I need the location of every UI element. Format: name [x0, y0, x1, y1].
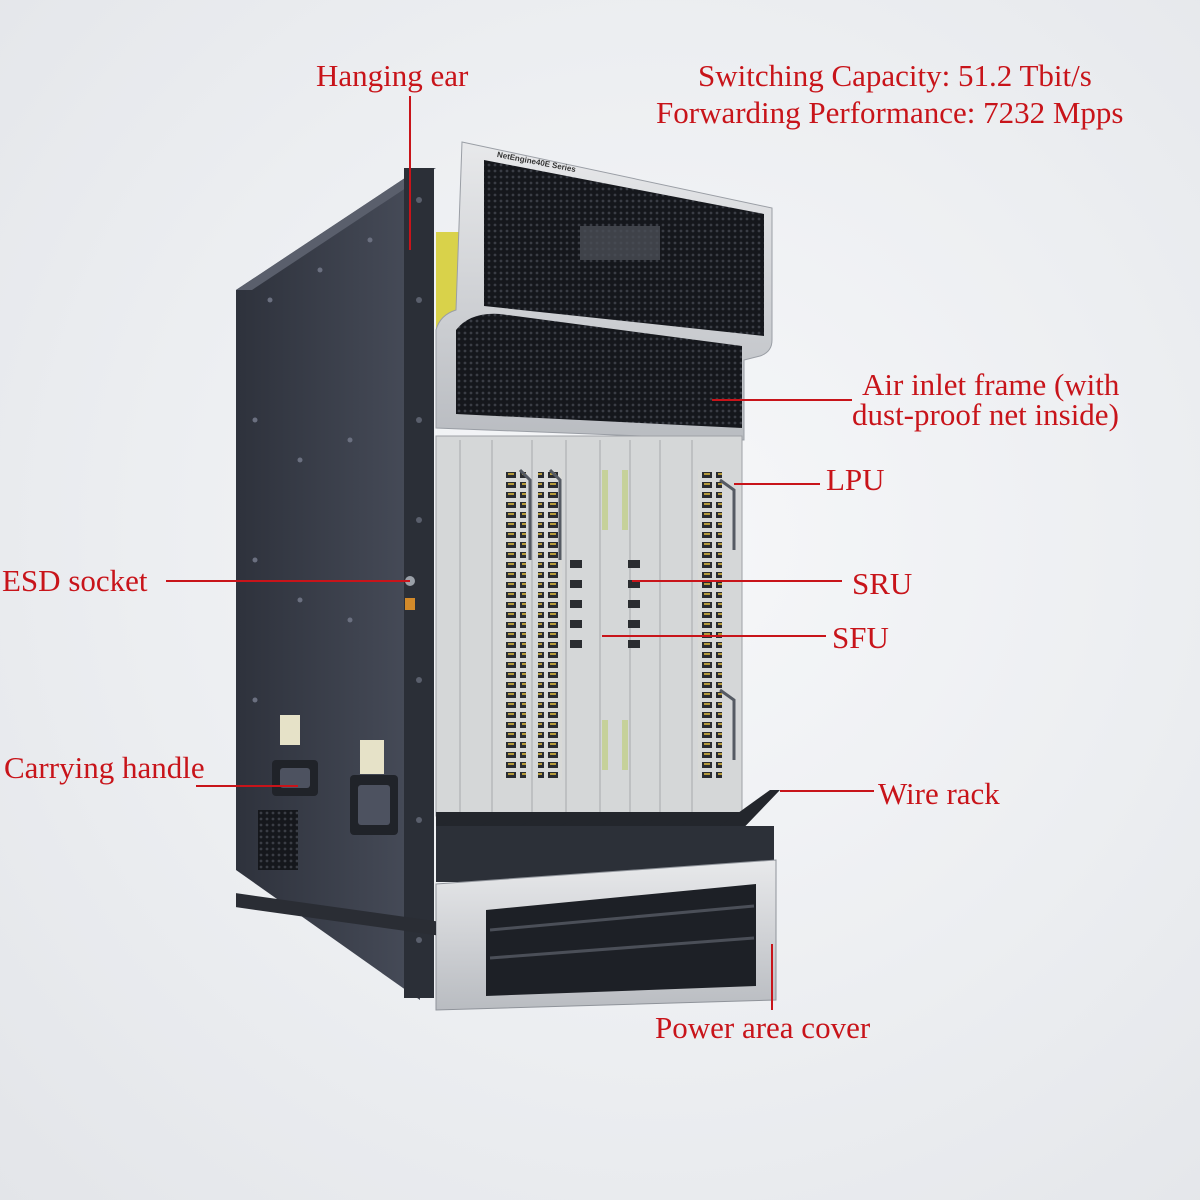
- warning-sticker-2: [360, 740, 384, 774]
- switching-capacity: Switching Capacity: 51.2 Tbit/s: [698, 58, 1092, 93]
- lpu-ports-3: [698, 470, 722, 780]
- forwarding-performance: Forwarding Performance: 7232 Mpps: [656, 95, 1124, 130]
- esd-warning-tag: [405, 598, 415, 610]
- display-window: [580, 226, 660, 260]
- warning-sticker-1: [280, 715, 300, 745]
- callout-hanging-ear: Hanging ear: [316, 58, 469, 93]
- callout-sfu: SFU: [832, 620, 889, 655]
- callout-air-inlet-line1: Air inlet frame (with: [862, 367, 1120, 402]
- chassis-base: [236, 893, 436, 936]
- callout-carrying-handle: Carrying handle: [4, 750, 205, 785]
- ejector-levers: [602, 470, 628, 770]
- hanging-ear-screws: [416, 197, 422, 943]
- callout-sru: SRU: [852, 566, 913, 601]
- callout-lpu: LPU: [826, 462, 885, 497]
- power-vent-slats: [489, 904, 755, 960]
- callout-wire-rack: Wire rack: [878, 776, 1000, 811]
- air-inlet-vent: [456, 313, 742, 428]
- carrying-handle-right: [350, 775, 398, 835]
- card-cage: [435, 435, 743, 817]
- callout-esd-socket: ESD socket: [2, 563, 148, 598]
- carrying-handle-left: [272, 760, 318, 796]
- chassis-top: [236, 168, 436, 290]
- side-vent: [258, 810, 298, 870]
- callout-leader-lines: [166, 96, 874, 1010]
- side-panel-rivets: [252, 237, 373, 703]
- card-handles: [518, 468, 736, 760]
- chassis-side-panel: [236, 168, 420, 1000]
- lpu-ports-2: [538, 470, 562, 780]
- sru-ports: [570, 560, 640, 648]
- callout-air-inlet-line2: dust-proof net inside): [852, 397, 1119, 432]
- lpu-ports-1: [502, 470, 526, 780]
- callout-power-area-cover: Power area cover: [655, 1010, 871, 1045]
